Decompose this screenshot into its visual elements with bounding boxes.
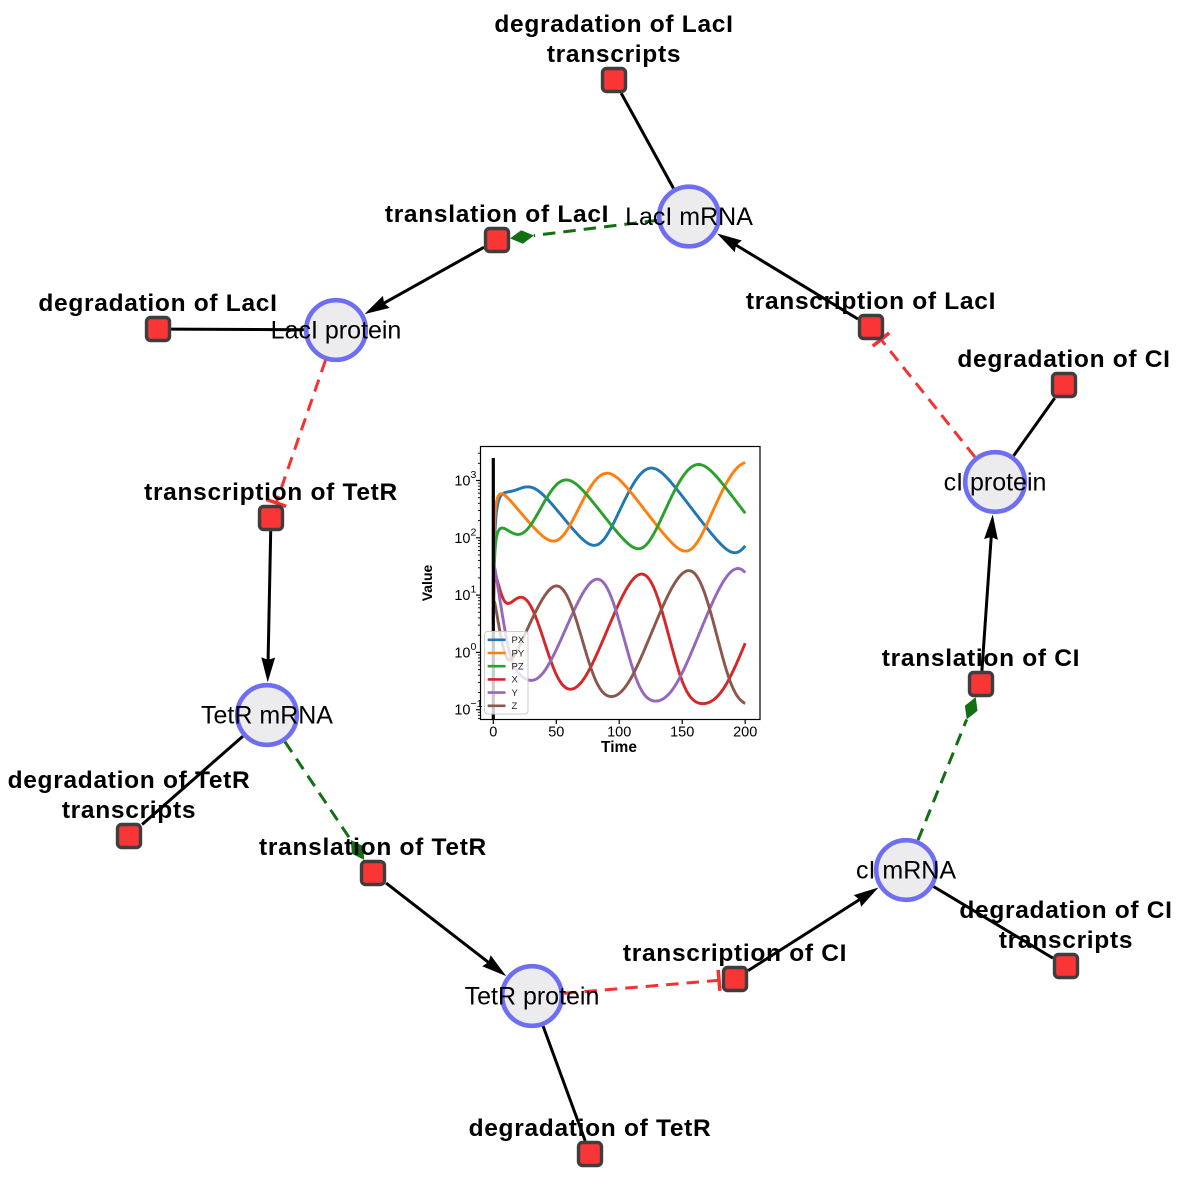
svg-text:Y: Y	[512, 688, 519, 699]
svg-text:LacI protein: LacI protein	[271, 317, 402, 345]
svg-text:0: 0	[489, 725, 497, 741]
svg-text:cI protein: cI protein	[944, 469, 1047, 497]
svg-text:translation of TetR: translation of TetR	[259, 834, 487, 861]
svg-text:LacI mRNA: LacI mRNA	[625, 203, 753, 231]
svg-text:transcripts: transcripts	[62, 797, 196, 824]
svg-text:150: 150	[670, 725, 694, 741]
svg-text:transcription of LacI: transcription of LacI	[746, 288, 996, 315]
svg-text:PY: PY	[512, 648, 525, 659]
svg-text:translation of LacI: translation of LacI	[385, 201, 609, 228]
svg-text:cI mRNA: cI mRNA	[856, 857, 956, 885]
svg-text:degradation of LacI: degradation of LacI	[38, 290, 277, 317]
svg-text:Time: Time	[601, 739, 637, 756]
svg-text:translation of CI: translation of CI	[882, 645, 1080, 672]
svg-text:X: X	[512, 675, 519, 686]
svg-text:−1: −1	[471, 698, 483, 710]
svg-text:10: 10	[454, 588, 470, 604]
svg-text:50: 50	[548, 725, 564, 741]
svg-text:degradation of CI: degradation of CI	[959, 897, 1172, 924]
svg-text:3: 3	[471, 469, 477, 481]
svg-text:degradation of TetR: degradation of TetR	[8, 767, 251, 794]
svg-text:transcription of CI: transcription of CI	[623, 940, 847, 967]
svg-text:transcription of TetR: transcription of TetR	[144, 479, 398, 506]
svg-text:Z: Z	[512, 701, 518, 712]
svg-text:10: 10	[454, 474, 470, 490]
svg-text:0: 0	[471, 641, 477, 653]
svg-text:degradation of CI: degradation of CI	[957, 346, 1170, 373]
svg-text:2: 2	[471, 526, 477, 538]
svg-text:TetR mRNA: TetR mRNA	[201, 702, 333, 730]
svg-text:PX: PX	[512, 635, 525, 646]
svg-text:degradation of TetR: degradation of TetR	[469, 1115, 712, 1142]
svg-text:200: 200	[733, 725, 757, 741]
svg-text:10: 10	[454, 531, 470, 547]
svg-text:transcripts: transcripts	[999, 927, 1133, 954]
svg-text:PZ: PZ	[512, 662, 524, 673]
svg-text:degradation of LacI: degradation of LacI	[494, 11, 733, 38]
svg-text:Value: Value	[419, 565, 435, 602]
svg-text:TetR protein: TetR protein	[465, 983, 600, 1011]
svg-text:1: 1	[471, 584, 477, 596]
svg-text:10: 10	[454, 703, 470, 719]
svg-text:10: 10	[454, 645, 470, 661]
svg-text:100: 100	[607, 725, 631, 741]
svg-text:transcripts: transcripts	[547, 41, 681, 68]
